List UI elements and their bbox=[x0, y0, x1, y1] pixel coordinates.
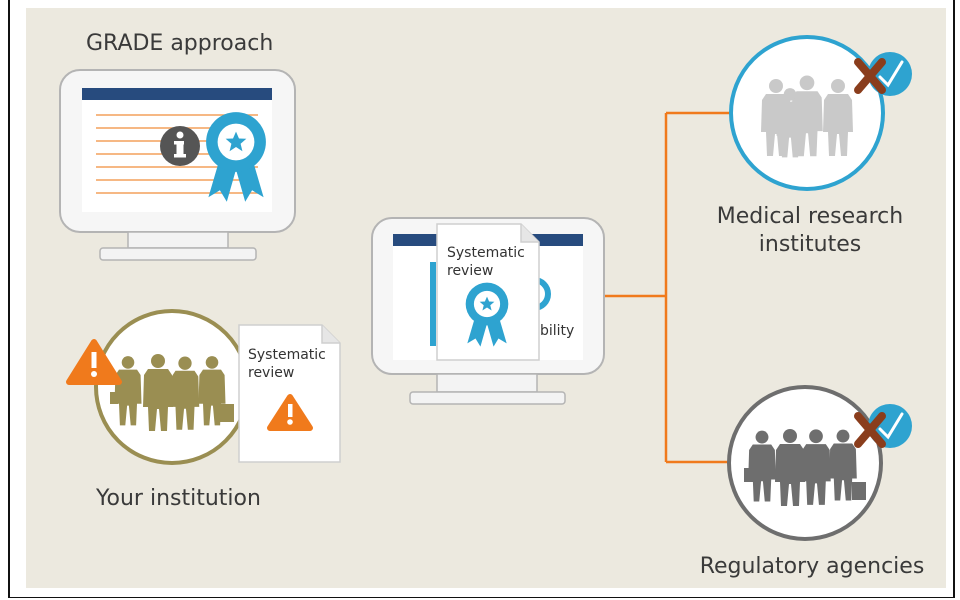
document-warning-icon bbox=[267, 394, 313, 431]
institution-label: Your institution bbox=[96, 486, 261, 511]
medical-cross-icon bbox=[854, 58, 886, 94]
institution-document-text: Systematic review bbox=[248, 347, 326, 381]
medical-circle bbox=[729, 35, 885, 191]
institution-circle bbox=[94, 309, 250, 465]
people-group-icon bbox=[744, 429, 866, 506]
center-document-text: Systematic review bbox=[447, 245, 525, 279]
regulatory-label: Regulatory agencies bbox=[699, 554, 925, 579]
regulatory-circle bbox=[727, 385, 883, 541]
grade-title: GRADE approach bbox=[86, 31, 274, 56]
medical-label: Medical research institutes bbox=[716, 204, 904, 257]
warning-icon bbox=[66, 339, 122, 385]
info-icon bbox=[160, 126, 200, 166]
people-group-icon bbox=[110, 354, 234, 431]
connector-lines bbox=[604, 111, 730, 464]
institution-document bbox=[238, 324, 341, 463]
center-partial-text: bility bbox=[540, 323, 575, 339]
regulatory-cross-icon bbox=[854, 412, 886, 448]
